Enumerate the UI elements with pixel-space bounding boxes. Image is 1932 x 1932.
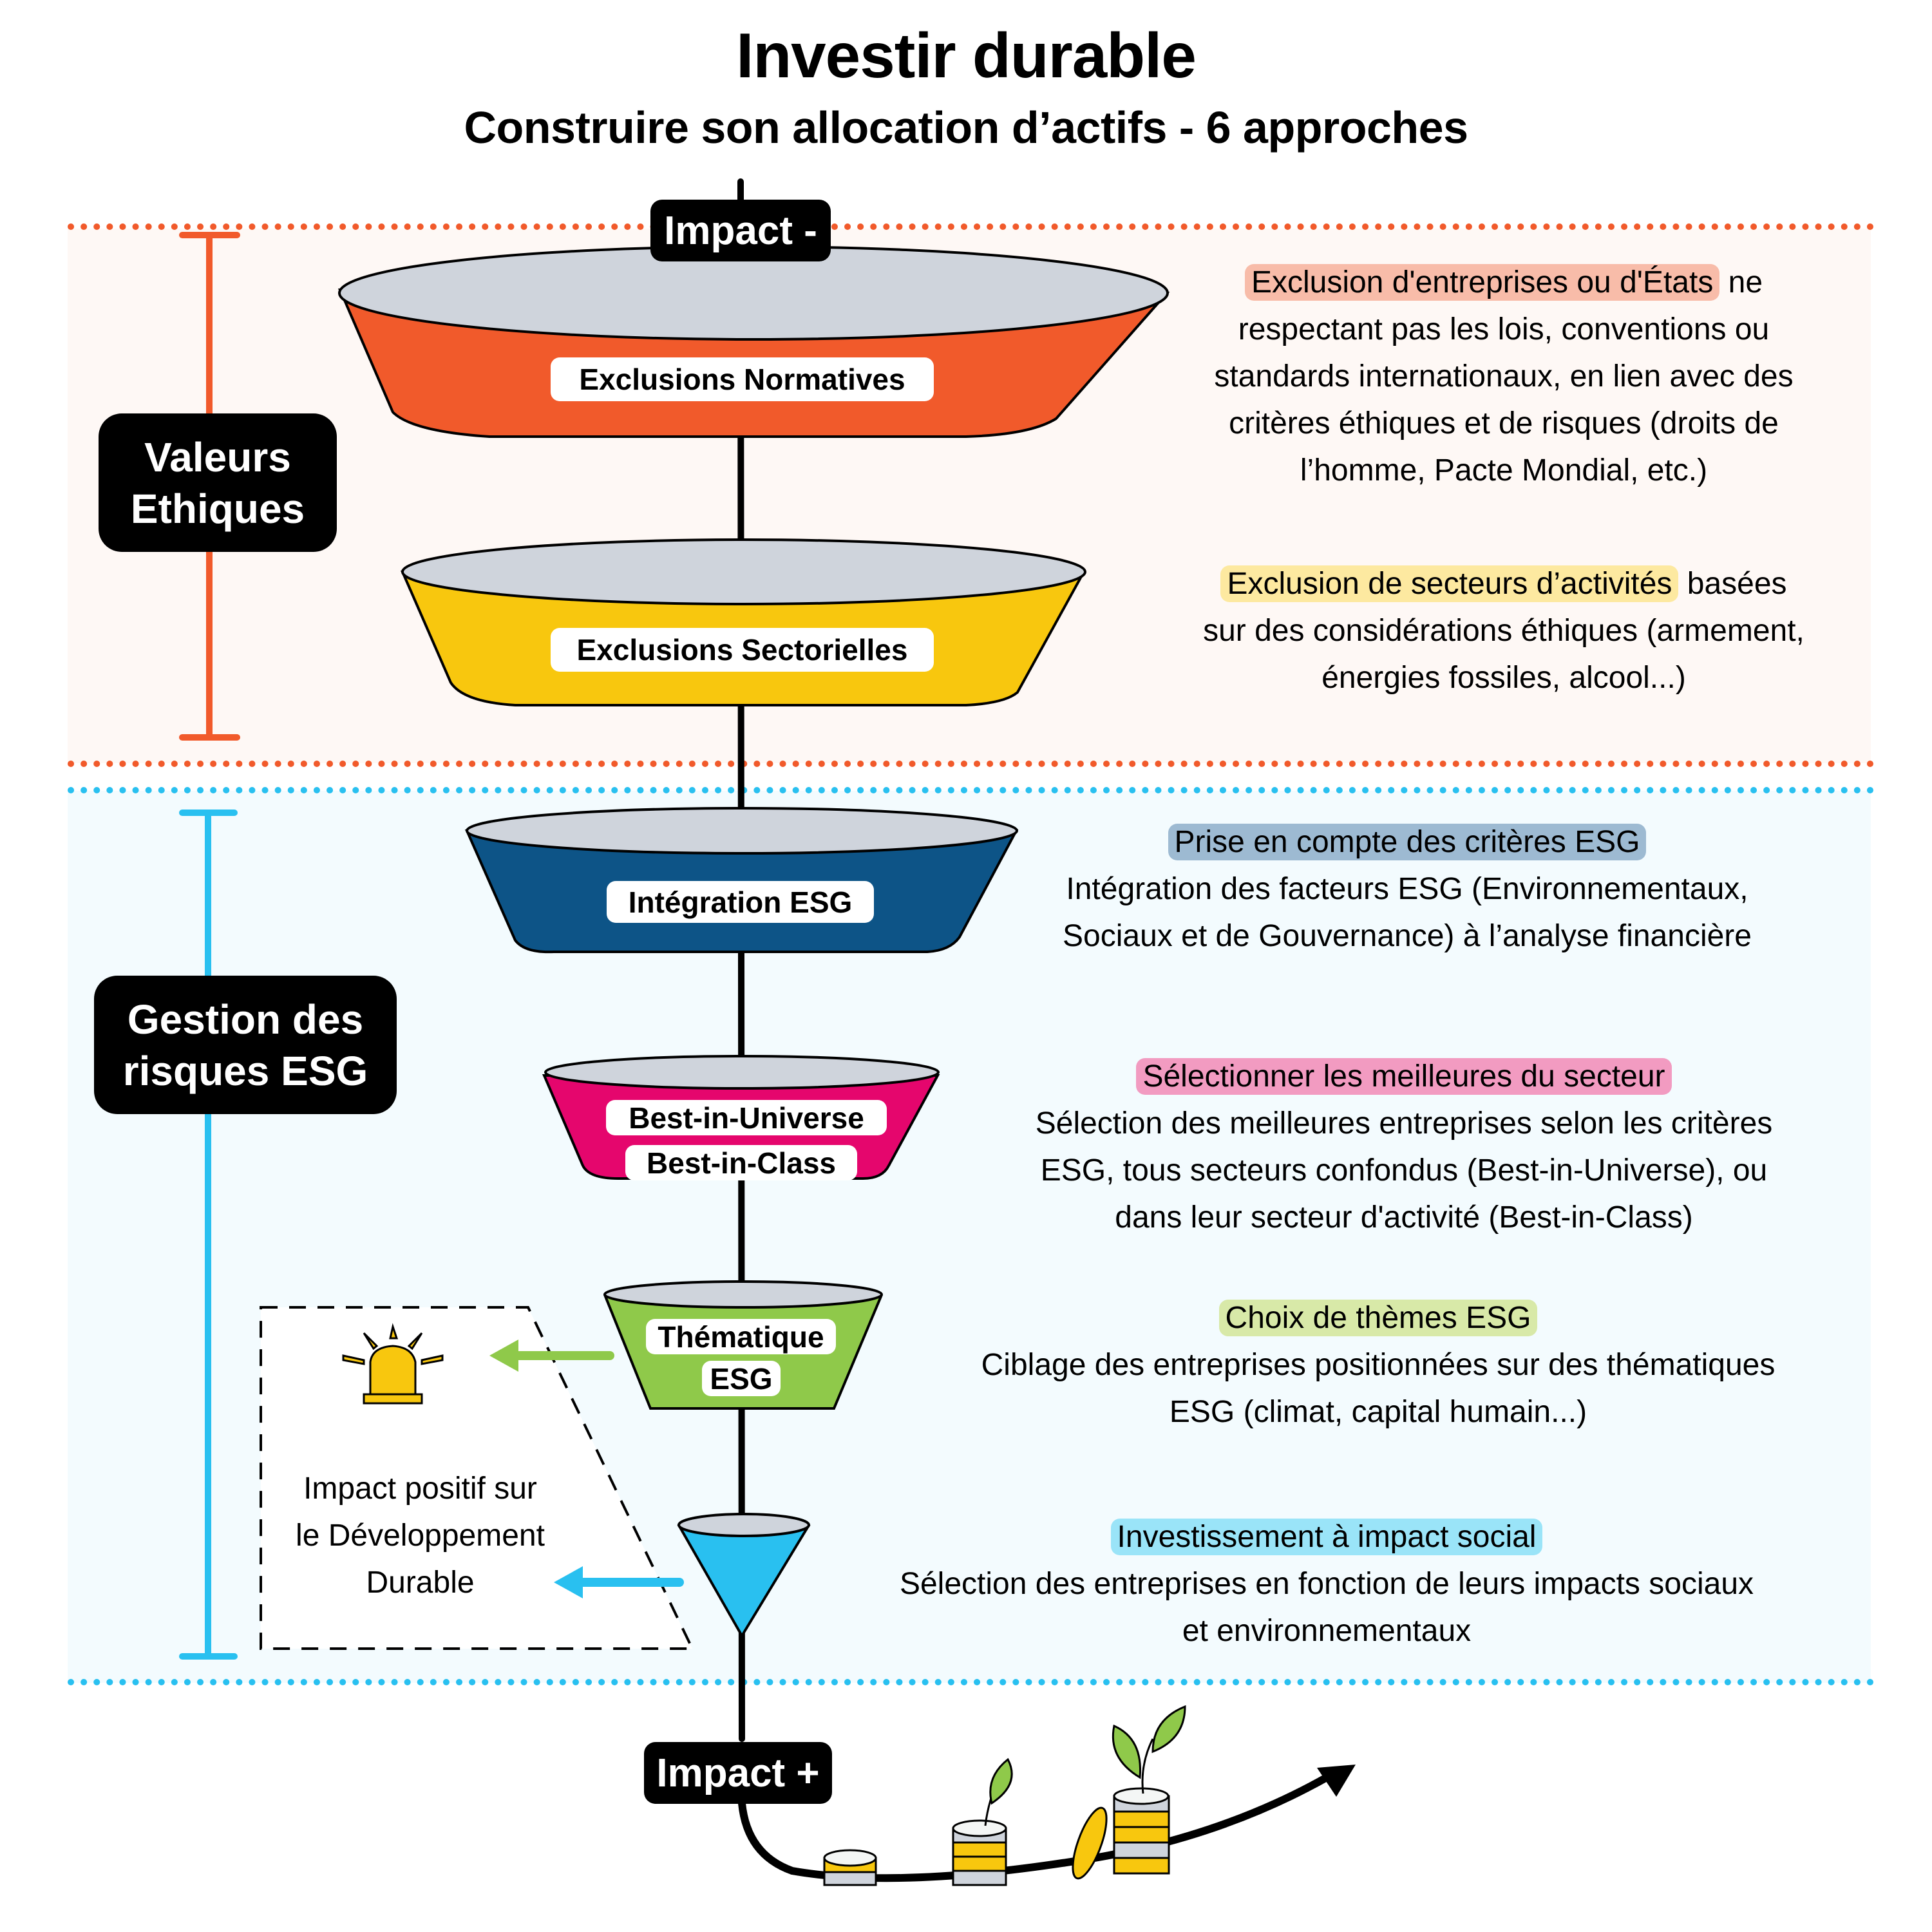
- approach-description-4: Sélectionner les meilleures du secteur S…: [953, 1053, 1855, 1241]
- approach-description-2: Exclusion de secteurs d’activités basées…: [1133, 560, 1874, 701]
- group-label-line: Valeurs: [144, 433, 291, 480]
- description-line: dans leur secteur d'activité (Best-in-Cl…: [1115, 1200, 1693, 1235]
- description-line: ESG (climat, capital humain...): [1169, 1395, 1587, 1429]
- approach-description-1: Exclusion d'entreprises ou d'États ne re…: [1133, 259, 1874, 494]
- funnel-integration-esg: [464, 807, 1019, 954]
- group-label-line: Ethiques: [130, 485, 305, 532]
- description-line: Sélection des entreprises en fonction de…: [899, 1567, 1754, 1601]
- approach-highlight: Choix de thèmes ESG: [1218, 1300, 1538, 1336]
- funnel-exclusions-sectorielles: [400, 538, 1086, 706]
- approach-highlight: Exclusion de secteurs d’activités: [1220, 565, 1679, 602]
- page-subtitle: Construire son allocation d’actifs - 6 a…: [464, 102, 1468, 153]
- page-title: Investir durable: [736, 20, 1197, 91]
- sustainable-line: le Développement: [296, 1519, 545, 1553]
- approach-highlight-suffix: ne: [1719, 265, 1763, 299]
- approach-description-3: Prise en compte des critères ESG Intégra…: [1005, 819, 1810, 960]
- description-line: énergies fossiles, alcool...): [1321, 661, 1686, 695]
- sustainable-line: Durable: [366, 1566, 475, 1600]
- description-line: ESG, tous secteurs confondus (Best-in-Un…: [1040, 1153, 1768, 1188]
- approach-highlight: Prise en compte des critères ESG: [1168, 824, 1647, 860]
- blue-arrow-icon: [554, 1566, 684, 1598]
- green-arrow-icon: [489, 1340, 614, 1372]
- leaning-coin: [1072, 1806, 1108, 1880]
- description-line: Sélection des meilleures entreprises sel…: [1035, 1106, 1773, 1141]
- approach-description-5: Choix de thèmes ESG Ciblage des entrepri…: [889, 1294, 1868, 1435]
- funnel-label-normatives: Exclusions Normatives: [551, 357, 934, 401]
- funnel-impact-social: [677, 1513, 811, 1638]
- funnel-label-best-in-class: Best-in-Class: [625, 1145, 857, 1180]
- funnel-label-best-in-universe: Best-in-Universe: [606, 1100, 887, 1135]
- description-line: Sociaux et de Gouvernance) à l’analyse f…: [1063, 919, 1752, 953]
- sustainable-dashed-box: [260, 1306, 695, 1650]
- description-line: l’homme, Pacte Mondial, etc.): [1300, 453, 1708, 488]
- description-line: standards internationaux, en lien avec d…: [1214, 359, 1794, 393]
- sustainable-development-label: Impact positif sur le Développement Dura…: [261, 1465, 580, 1606]
- funnel-exclusions-normatives: [337, 245, 1170, 438]
- alarm-light-icon: [342, 1323, 444, 1405]
- approach-description-6: Investissement à impact social Sélection…: [811, 1513, 1842, 1654]
- approach-highlight-suffix: basées: [1678, 567, 1787, 601]
- description-line: et environnementaux: [1182, 1614, 1472, 1648]
- approach-highlight: Exclusion d'entreprises ou d'États: [1244, 264, 1720, 301]
- sustainable-line: Impact positif sur: [303, 1472, 537, 1506]
- description-line: Ciblage des entreprises positionnées sur…: [981, 1348, 1776, 1382]
- group-label-line: risques ESG: [122, 1047, 368, 1094]
- description-line: sur des considérations éthiques (armemen…: [1203, 614, 1804, 648]
- impact-plus-tag: Impact +: [644, 1742, 832, 1804]
- funnel-label-esg: ESG: [702, 1361, 781, 1396]
- esg-bracket: [179, 810, 238, 1660]
- funnel-label-sectorielles: Exclusions Sectorielles: [551, 628, 934, 672]
- description-line: Intégration des facteurs ESG (Environnem…: [1066, 872, 1748, 906]
- description-line: respectant pas les lois, conventions ou: [1238, 312, 1770, 346]
- impact-minus-tag: Impact -: [650, 200, 831, 261]
- approach-highlight: Investissement à impact social: [1110, 1519, 1543, 1555]
- funnel-label-integration: Intégration ESG: [607, 881, 874, 923]
- funnel-label-thematique: Thématique: [646, 1319, 836, 1354]
- flow-spine: [737, 178, 745, 1742]
- group-label-line: Gestion des: [127, 996, 364, 1043]
- approach-highlight: Sélectionner les meilleures du secteur: [1136, 1058, 1672, 1095]
- description-line: critères éthiques et de risques (droits …: [1229, 406, 1779, 440]
- coin-stacks-plants-growth-icon: [738, 1705, 1356, 1886]
